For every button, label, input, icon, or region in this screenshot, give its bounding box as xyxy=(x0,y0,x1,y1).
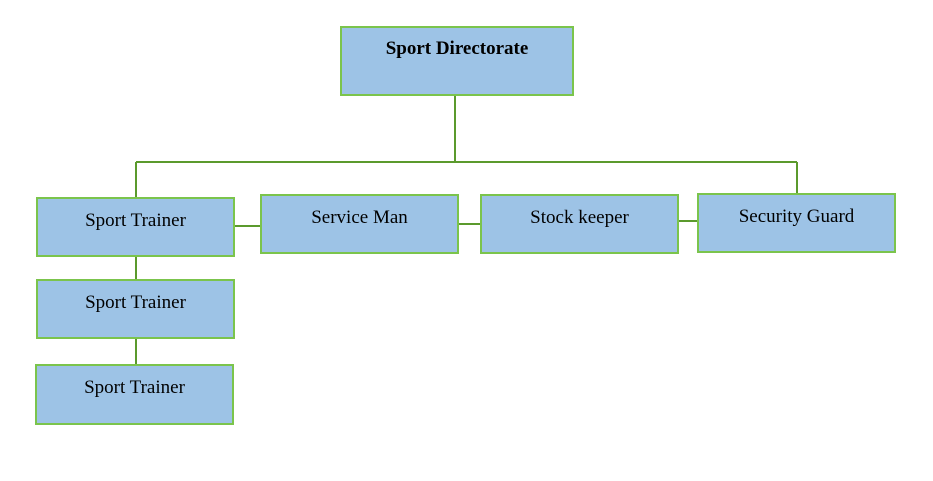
sport-trainer-label-2: Sport Trainer xyxy=(85,292,186,313)
stock-keeper-box: Stock keeper xyxy=(480,194,679,254)
service-man-label: Service Man xyxy=(311,207,408,228)
security-guard-box: Security Guard xyxy=(697,193,896,253)
service-man-box: Service Man xyxy=(260,194,459,254)
sport-trainer-box-3: Sport Trainer xyxy=(35,364,234,425)
sport-directorate-label: Sport Directorate xyxy=(385,38,529,59)
sport-trainer-box-2: Sport Trainer xyxy=(36,279,235,339)
stock-keeper-label: Stock keeper xyxy=(530,207,629,228)
security-guard-label: Security Guard xyxy=(738,206,855,227)
sport-trainer-label: Sport Trainer xyxy=(85,210,186,231)
sport-directorate-box: Sport Directorate xyxy=(340,26,574,96)
sport-trainer-box: Sport Trainer xyxy=(36,197,235,257)
sport-trainer-label-3: Sport Trainer xyxy=(84,377,185,398)
